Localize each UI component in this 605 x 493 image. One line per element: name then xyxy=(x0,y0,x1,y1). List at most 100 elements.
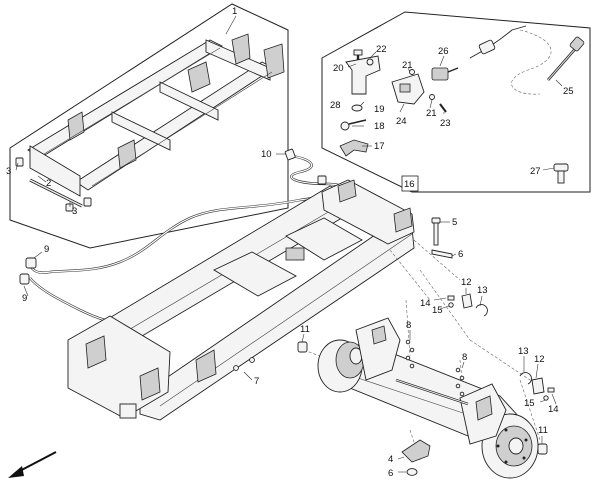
callout-10: 10 xyxy=(261,149,272,160)
mounting-bracket-28 xyxy=(345,55,381,95)
washer-19 xyxy=(351,104,363,112)
callout-2: 2 xyxy=(46,178,51,189)
frame-center-plate xyxy=(187,61,211,93)
arrow-down-left-icon xyxy=(8,451,57,478)
connector-26 xyxy=(431,67,449,81)
clip-13-upper xyxy=(475,304,488,317)
bolt-5-head xyxy=(431,217,441,224)
callout-22: 22 xyxy=(376,44,387,55)
callout-23: 23 xyxy=(440,118,451,129)
bushing-11-left xyxy=(297,341,308,353)
callout-21-lower: 21 xyxy=(426,108,437,119)
callout-28: 28 xyxy=(330,100,341,111)
frame-crossmember-mid xyxy=(111,111,171,151)
callout-8-left: 8 xyxy=(406,320,411,331)
nut-6 xyxy=(406,468,418,476)
washer-15-upper xyxy=(448,302,454,308)
front-bracket-a xyxy=(85,335,107,369)
washer-15-lower xyxy=(543,395,549,401)
frame-bracket-rear-right xyxy=(263,43,285,79)
bolt-stack-8-right xyxy=(455,367,465,397)
inset-frame-assembly: 1 2 3 3 xyxy=(6,3,289,249)
hose-clip xyxy=(317,175,327,185)
frame-crossmember-mid2 xyxy=(159,81,219,121)
hub-right-cap xyxy=(508,437,524,455)
clamp-12-upper xyxy=(461,293,473,309)
callout-19: 19 xyxy=(374,104,385,115)
frame-bracket-front xyxy=(67,111,85,141)
sensor-connector-24 xyxy=(399,83,411,93)
sensor-cable xyxy=(469,25,527,59)
frame-bracket-rear xyxy=(231,33,251,65)
hose-fitting-10 xyxy=(284,148,296,161)
pin-14-upper xyxy=(447,295,455,301)
inset-sensor-assembly: 16 xyxy=(321,11,591,193)
brake-chamber-right xyxy=(475,395,493,421)
brake-chamber-left xyxy=(371,325,387,345)
rear-bracket-a xyxy=(337,179,357,203)
main-chassis: 9 9 10 7 xyxy=(19,148,541,461)
mid-crossmember-b xyxy=(285,217,363,261)
bolt-stack-8-left xyxy=(405,339,415,369)
fitting-9-lower xyxy=(19,273,30,285)
callout-26: 26 xyxy=(438,46,449,57)
callout-11-left: 11 xyxy=(300,324,310,335)
front-bracket-b xyxy=(139,367,161,401)
pin-14-lower xyxy=(547,387,555,393)
callout-3-bottom: 3 xyxy=(72,206,77,217)
knuckle-left xyxy=(355,317,401,381)
bushing-left xyxy=(15,157,24,167)
clamp-12-lower xyxy=(531,377,545,395)
bushing-bottom xyxy=(65,203,74,212)
callout-15-lower: 15 xyxy=(524,398,535,409)
eye-bolt-18 xyxy=(340,121,350,131)
inset-sensor-border xyxy=(321,11,591,193)
callout-20: 20 xyxy=(333,63,344,74)
bolt-7-a xyxy=(233,365,239,371)
front-mount xyxy=(119,403,137,419)
callout-9-lower: 9 xyxy=(22,293,27,304)
callout-14-lower: 14 xyxy=(548,404,559,415)
callout-27: 27 xyxy=(530,166,541,177)
bolt-20 xyxy=(353,49,363,56)
bushing-11-right xyxy=(537,443,548,455)
clip-13-lower xyxy=(519,372,532,385)
center-block xyxy=(285,247,305,261)
callout-12-upper: 12 xyxy=(461,277,472,288)
callout-3-left: 3 xyxy=(6,166,11,177)
cable-plug xyxy=(478,39,496,55)
callout-6-bottom: 6 xyxy=(388,468,393,479)
bolt-5-shank xyxy=(433,222,439,246)
bracket-4 xyxy=(401,439,431,463)
callout-21-upper: 21 xyxy=(402,60,413,71)
callout-24: 24 xyxy=(396,116,407,127)
callout-1: 1 xyxy=(232,6,237,17)
callout-13-upper: 13 xyxy=(477,285,488,296)
axle-assembly xyxy=(317,317,539,479)
callout-11-right: 11 xyxy=(538,425,548,436)
nut-22 xyxy=(366,58,374,66)
pin-6 xyxy=(431,249,453,259)
callout-7: 7 xyxy=(254,376,259,387)
callout-17: 17 xyxy=(374,141,385,152)
callout-12-lower: 12 xyxy=(534,354,545,365)
rear-bracket-b xyxy=(393,207,413,233)
callout-18: 18 xyxy=(374,121,385,132)
fitting-9-upper xyxy=(25,257,37,269)
washer-21-upper xyxy=(409,69,415,75)
lever-17 xyxy=(339,139,369,157)
callout-5: 5 xyxy=(452,217,457,228)
bolt-27-shank xyxy=(557,170,565,184)
callout-14-upper: 14 xyxy=(420,298,431,309)
bolt-7-b xyxy=(249,357,255,363)
callout-13-lower: 13 xyxy=(518,346,529,357)
washer-21-lower xyxy=(429,94,435,100)
mid-crossmember-a xyxy=(213,251,297,297)
callout-9-upper: 9 xyxy=(44,244,49,255)
front-bracket-c xyxy=(195,349,217,383)
bushing-right xyxy=(83,197,92,207)
callout-15-upper: 15 xyxy=(432,305,443,316)
callout-4: 4 xyxy=(388,454,393,465)
